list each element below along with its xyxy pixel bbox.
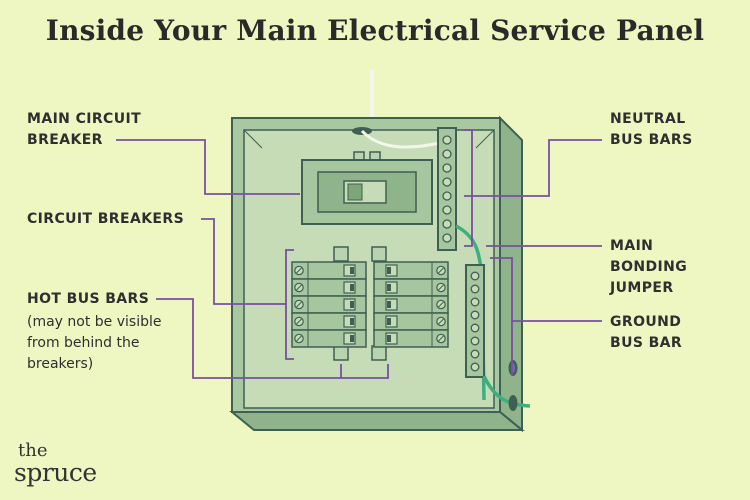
ground-bus-screw — [470, 323, 480, 333]
leader-neutral — [464, 139, 602, 197]
neutral-bus-screw — [442, 219, 452, 229]
neutral-bus-screw — [442, 205, 452, 215]
circuit-breaker — [373, 261, 449, 280]
main-breaker-window — [317, 171, 417, 213]
ground-bus-bar — [465, 264, 485, 378]
label-hot-bus-bars: HOT BUS BARS — [27, 291, 150, 307]
label-circuit-breakers: CIRCUIT BREAKERS — [27, 211, 185, 227]
leader-main-breaker — [116, 139, 300, 195]
label-main-circuit-breaker: MAIN CIRCUIT BREAKER — [27, 111, 142, 148]
label-ground-bus-bar: GROUND BUS BAR — [610, 314, 683, 351]
brand-logo-the: the — [18, 440, 48, 461]
neutral-bus-screws — [442, 135, 452, 243]
panel-side-face — [499, 115, 523, 433]
ground-bus-screw — [470, 310, 480, 320]
ground-bus-screw — [470, 284, 480, 294]
circuit-breaker — [291, 261, 367, 280]
ground-bus-screw — [470, 362, 480, 372]
leader-circuit-breakers — [201, 218, 286, 305]
circuit-breaker — [373, 295, 449, 314]
circuit-breaker — [373, 312, 449, 331]
circuit-breaker — [291, 312, 367, 331]
leader-lines — [116, 129, 602, 379]
leader-ground-bracket — [490, 257, 513, 375]
leader-hot-bus — [156, 298, 389, 379]
ground-bus-screw — [470, 297, 480, 307]
page-title: Inside Your Main Electrical Service Pane… — [45, 14, 705, 47]
neutral-bus-screw — [442, 135, 452, 145]
neutral-bus-screw — [442, 191, 452, 201]
ground-wire — [482, 375, 531, 408]
neutral-bus-bar — [437, 127, 457, 251]
neutral-wire — [360, 129, 445, 149]
ground-bus-screw — [470, 271, 480, 281]
circuit-breaker — [291, 295, 367, 314]
side-knockout-lower — [508, 395, 518, 411]
label-neutral-bus-bars: NEUTRAL BUS BARS — [610, 111, 693, 148]
hot-bus-tab-top-left — [333, 246, 349, 262]
ground-bus-screw — [470, 349, 480, 359]
circuit-breaker — [373, 329, 449, 348]
label-hot-bus-bars-note: (may not be visible from behind the brea… — [27, 314, 162, 372]
neutral-bus-screw — [442, 163, 452, 173]
hot-bus-tab-bottom-right — [371, 345, 387, 361]
circuit-breakers — [291, 261, 449, 348]
leader-breaker-bracket — [285, 249, 294, 360]
brand-logo-spruce: spruce — [14, 458, 97, 487]
neutral-bus-screw — [442, 177, 452, 187]
hot-bus-tab-top-right — [371, 246, 387, 262]
leader-neutral-bracket — [464, 129, 473, 247]
neutral-bus-screw — [442, 233, 452, 243]
circuit-breaker — [291, 329, 367, 348]
label-main-bonding-jumper: MAIN BONDING JUMPER — [610, 238, 688, 296]
circuit-breaker — [291, 278, 367, 297]
panel-bottom-face — [229, 411, 525, 431]
hot-bus-tab-bottom-left — [333, 345, 349, 361]
circuit-breaker — [373, 278, 449, 297]
neutral-bus-screw — [442, 149, 452, 159]
ground-bus-screws — [470, 271, 480, 372]
ground-bus-screw — [470, 336, 480, 346]
